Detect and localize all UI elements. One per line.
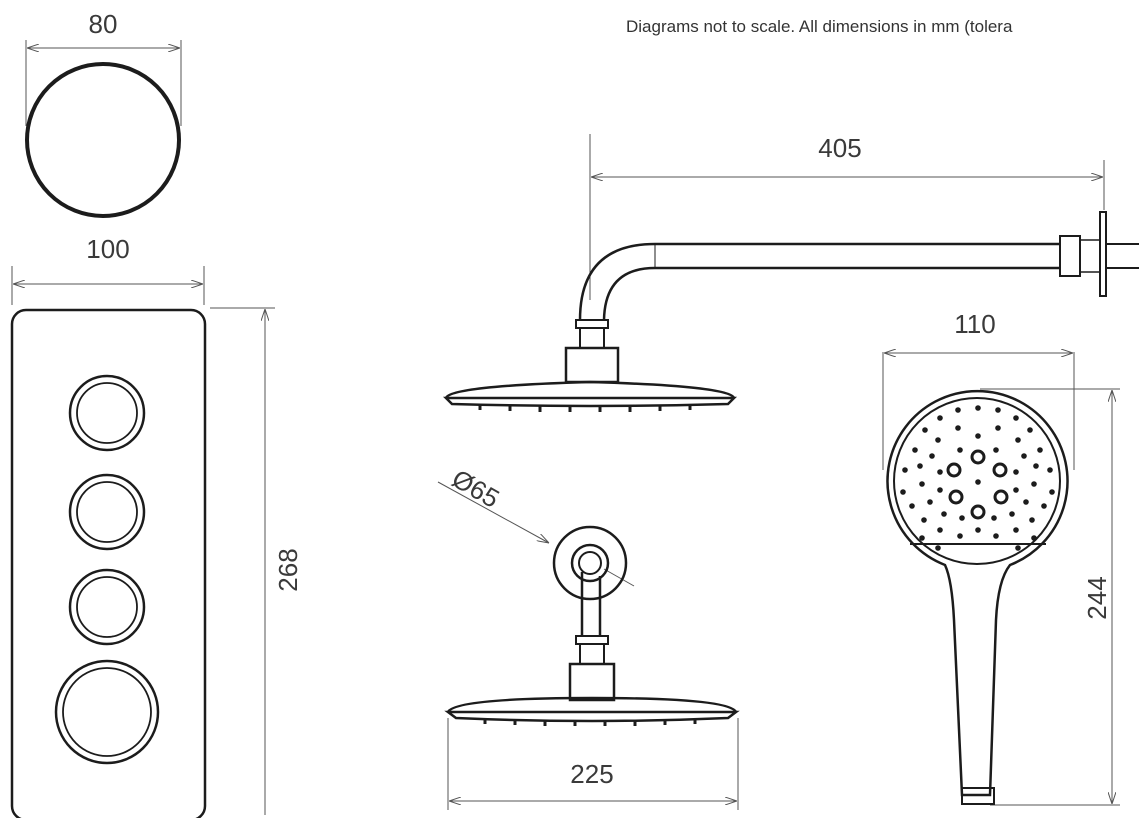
shower-head-front-view: Ø65 225	[437, 463, 740, 810]
spray-nozzle-dots	[900, 405, 1055, 551]
flange-diameter-leader-line	[437, 481, 549, 543]
handset-height-label: 244	[1082, 576, 1112, 619]
flange-diameter-label: Ø65	[447, 463, 505, 514]
mixer-temperature-dial[interactable]	[54, 659, 160, 765]
mixer-width-label: 100	[86, 234, 129, 264]
wall-plate-width-label: 80	[89, 9, 118, 39]
diagram-scale-note: Diagrams not to scale. All dimensions in…	[626, 17, 1013, 36]
hand-shower: 110 244	[882, 309, 1120, 806]
handset-width-label: 110	[954, 309, 995, 339]
spray-nozzle-rings	[946, 449, 1009, 520]
mixer-panel: 100 268	[10, 234, 303, 818]
arm-length-label: 405	[818, 133, 861, 163]
shower-arm-side-view: 405	[442, 133, 1139, 412]
round-wall-plate: 80	[25, 9, 182, 218]
shower-head-width-label: 225	[570, 759, 613, 789]
mixer-button-1[interactable]	[68, 374, 146, 452]
mixer-button-2[interactable]	[68, 473, 146, 551]
mixer-button-3[interactable]	[68, 568, 146, 646]
mixer-height-label: 268	[273, 548, 303, 591]
